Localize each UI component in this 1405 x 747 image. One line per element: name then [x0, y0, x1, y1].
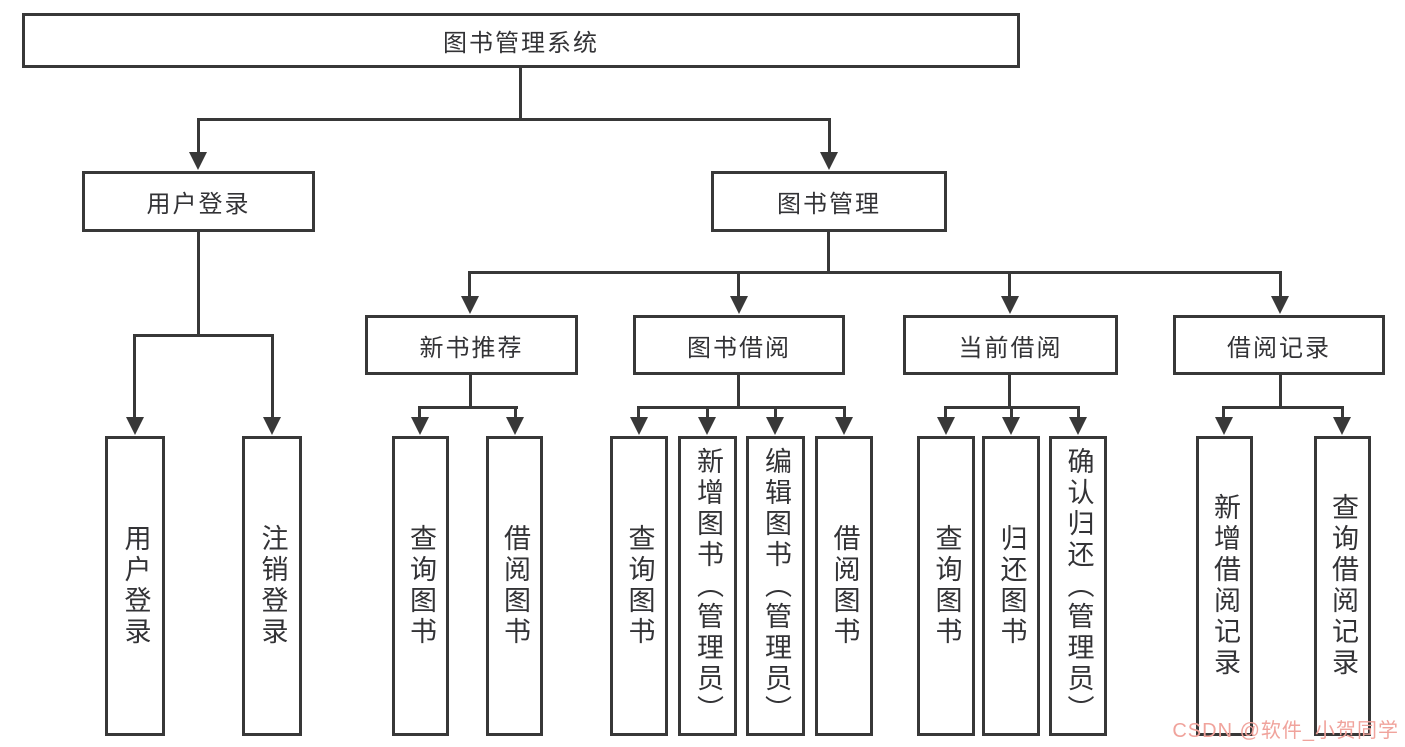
arrow-down-icon — [698, 417, 716, 435]
connector-line — [706, 406, 709, 422]
csdn-watermark: CSDN @软件_小贺同学 — [1172, 720, 1399, 742]
node-book-borrow: 图书借阅 — [633, 315, 845, 375]
leaf-bb-query-books: 查询图书 — [610, 436, 668, 736]
connector-line — [519, 68, 522, 120]
connector-line — [827, 232, 830, 274]
node-book-management-label: 图书管理 — [777, 191, 881, 218]
leaf-br-add-record-label: 新增借阅记录 — [1210, 493, 1240, 679]
connector-line — [468, 271, 1282, 274]
node-user-login-label: 用户登录 — [146, 191, 251, 218]
arrow-down-icon — [1215, 417, 1233, 435]
node-borrow-records-label: 借阅记录 — [1227, 334, 1331, 362]
leaf-user-login: 用户登录 — [105, 436, 165, 736]
arrow-down-icon — [1271, 296, 1289, 314]
node-current-borrow-label: 当前借阅 — [958, 334, 1063, 362]
connector-line — [637, 406, 640, 422]
leaf-bb-borrow-books-label: 借阅图书 — [829, 524, 860, 648]
leaf-nb-query-books: 查询图书 — [392, 436, 449, 736]
arrow-down-icon — [263, 417, 281, 435]
connector-line — [1222, 406, 1344, 409]
leaf-cb-confirm-return-admin-label: 确认归还（管理员） — [1063, 446, 1094, 726]
arrow-down-icon — [506, 417, 524, 435]
connector-line — [828, 118, 831, 158]
node-book-borrow-label: 图书借阅 — [687, 334, 791, 362]
connector-line — [418, 406, 421, 422]
arrow-down-icon — [1002, 417, 1020, 435]
connector-line — [418, 406, 518, 409]
node-root: 图书管理系统 — [22, 13, 1020, 68]
leaf-bb-add-books-admin-label: 新增图书（管理员） — [693, 446, 723, 726]
connector-line — [468, 271, 471, 301]
connector-line — [1008, 375, 1011, 409]
leaf-bb-add-books-admin: 新增图书（管理员） — [678, 436, 737, 736]
connector-line — [197, 118, 831, 121]
arrow-down-icon — [820, 152, 838, 170]
arrow-down-icon — [1333, 417, 1351, 435]
connector-line — [944, 406, 947, 422]
connector-line — [1279, 271, 1282, 301]
leaf-cb-confirm-return-admin: 确认归还（管理员） — [1049, 436, 1107, 736]
connector-line — [1341, 406, 1344, 422]
node-borrow-records: 借阅记录 — [1173, 315, 1385, 375]
node-book-management: 图书管理 — [711, 171, 947, 232]
connector-line — [737, 375, 740, 409]
leaf-bb-query-books-label: 查询图书 — [624, 524, 655, 648]
node-new-book-recommend: 新书推荐 — [365, 315, 578, 375]
leaf-bb-borrow-books: 借阅图书 — [815, 436, 873, 736]
leaf-nb-query-books-label: 查询图书 — [406, 524, 436, 648]
connector-line — [133, 334, 274, 337]
arrow-down-icon — [411, 417, 429, 435]
connector-line — [637, 406, 846, 409]
leaf-bb-edit-books-admin: 编辑图书（管理员） — [746, 436, 805, 736]
arrow-down-icon — [766, 417, 784, 435]
leaf-cb-query-books: 查询图书 — [917, 436, 975, 736]
connector-line — [271, 334, 274, 422]
connector-line — [197, 118, 200, 158]
leaf-cb-return-books: 归还图书 — [982, 436, 1040, 736]
leaf-br-query-record: 查询借阅记录 — [1314, 436, 1371, 736]
arrow-down-icon — [730, 296, 748, 314]
node-root-label: 图书管理系统 — [443, 30, 599, 57]
leaf-nb-borrow-books-label: 借阅图书 — [500, 524, 530, 648]
connector-line — [133, 334, 136, 422]
node-user-login: 用户登录 — [82, 171, 315, 232]
connector-line — [1279, 375, 1282, 409]
leaf-nb-borrow-books: 借阅图书 — [486, 436, 543, 736]
connector-line — [197, 232, 200, 336]
leaf-logout: 注销登录 — [242, 436, 302, 736]
connector-line — [1077, 406, 1080, 422]
connector-line — [469, 375, 472, 409]
arrow-down-icon — [1001, 296, 1019, 314]
connector-line — [1010, 406, 1013, 422]
leaf-cb-query-books-label: 查询图书 — [931, 524, 962, 648]
connector-line — [1008, 271, 1011, 301]
arrow-down-icon — [461, 296, 479, 314]
connector-line — [514, 406, 517, 422]
arrow-down-icon — [835, 417, 853, 435]
node-current-borrow: 当前借阅 — [903, 315, 1118, 375]
arrow-down-icon — [1069, 417, 1087, 435]
leaf-logout-label: 注销登录 — [257, 524, 288, 648]
connector-line — [843, 406, 846, 422]
leaf-br-query-record-label: 查询借阅记录 — [1328, 493, 1358, 679]
arrow-down-icon — [126, 417, 144, 435]
leaf-br-add-record: 新增借阅记录 — [1196, 436, 1253, 736]
connector-line — [774, 406, 777, 422]
arrow-down-icon — [630, 417, 648, 435]
leaf-cb-return-books-label: 归还图书 — [996, 524, 1027, 648]
connector-line — [1222, 406, 1225, 422]
connector-line — [737, 271, 740, 301]
arrow-down-icon — [937, 417, 955, 435]
leaf-user-login-label: 用户登录 — [120, 524, 151, 648]
node-new-book-recommend-label: 新书推荐 — [419, 334, 524, 362]
leaf-bb-edit-books-admin-label: 编辑图书（管理员） — [761, 446, 791, 726]
arrow-down-icon — [189, 152, 207, 170]
